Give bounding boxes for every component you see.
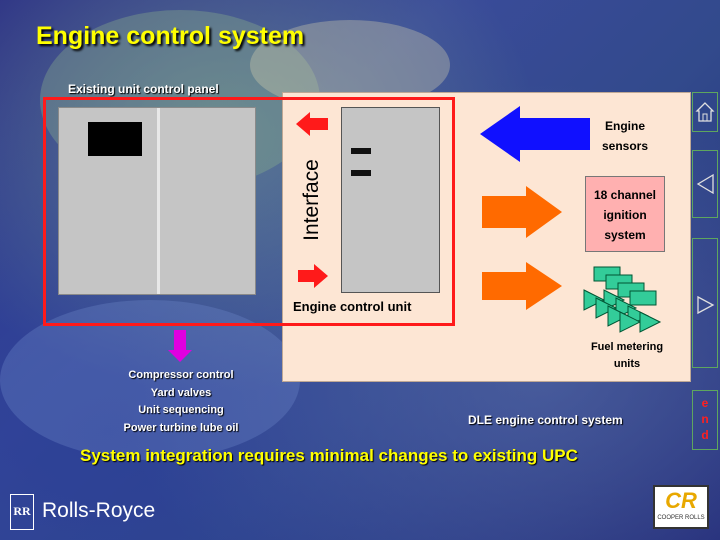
orange-arrow-right	[482, 186, 562, 238]
home-button[interactable]	[692, 92, 718, 132]
dle-system-label: DLE engine control system	[468, 413, 623, 427]
ecu-indicator	[351, 170, 371, 176]
summary-text: System integration requires minimal chan…	[80, 446, 578, 465]
panel-display-screen	[88, 122, 142, 156]
fuel-metering-valves	[583, 266, 662, 333]
rolls-royce-logo: RR	[10, 494, 34, 530]
end-button[interactable]: e n d	[692, 390, 718, 450]
list-item: Unit sequencing	[138, 404, 224, 416]
ignition-system-label: 18 channel ignition system	[586, 185, 664, 245]
orange-arrow-right	[482, 262, 562, 310]
engine-sensors-label: Engine sensors	[592, 116, 658, 156]
cooper-rolls-logo: CR COOPER ROLLS	[653, 485, 709, 529]
triangle-right-icon	[697, 295, 715, 315]
magenta-arrow-down	[168, 330, 192, 362]
ignition-system-box: 18 channel ignition system	[585, 176, 665, 252]
page-title: Engine control system	[36, 22, 305, 50]
panel-divider	[157, 108, 160, 294]
red-arrow-left	[296, 112, 328, 136]
triangle-left-icon	[696, 173, 714, 195]
end-letter: d	[701, 428, 709, 442]
ignition-line-3: system	[604, 228, 646, 242]
list-item: Power turbine lube oil	[123, 421, 239, 434]
fuel-metering-label: Fuel metering units	[582, 339, 672, 373]
background-map-blob	[0, 300, 300, 460]
end-letter: e	[701, 396, 709, 410]
list-item: Yard valves	[150, 386, 212, 399]
engine-control-unit	[341, 107, 440, 293]
integration-boundary	[43, 97, 455, 326]
ignition-line-2: ignition	[603, 208, 647, 222]
fuel-metering-line-1: Fuel metering	[590, 341, 664, 353]
engine-sensors-line-2: sensors	[601, 139, 649, 153]
engine-sensors-line-1: Engine	[604, 119, 645, 133]
home-icon	[695, 102, 715, 122]
fuel-metering-line-2: units	[613, 358, 641, 370]
existing-control-panel	[58, 107, 256, 295]
end-letter: n	[701, 412, 709, 426]
ecu-label: Engine control unit	[293, 299, 412, 314]
cooper-logo-letters: CR	[665, 488, 697, 513]
red-arrow-right	[298, 264, 328, 288]
rr-monogram: RR	[13, 504, 31, 518]
next-slide-button[interactable]	[692, 238, 718, 368]
rolls-royce-wordmark: Rolls-Royce	[42, 499, 156, 522]
ignition-line-1: 18 channel	[593, 188, 657, 202]
control-functions-list: Compressor control Yard valves Unit sequ…	[108, 367, 254, 437]
previous-slide-button[interactable]	[692, 150, 718, 218]
blue-arrow-left	[480, 106, 590, 162]
list-item: Compressor control	[128, 369, 234, 381]
ecu-indicator	[351, 148, 371, 154]
cooper-logo-caption: COOPER ROLLS	[657, 515, 705, 521]
control-panel-label: Existing unit control panel	[68, 82, 219, 96]
